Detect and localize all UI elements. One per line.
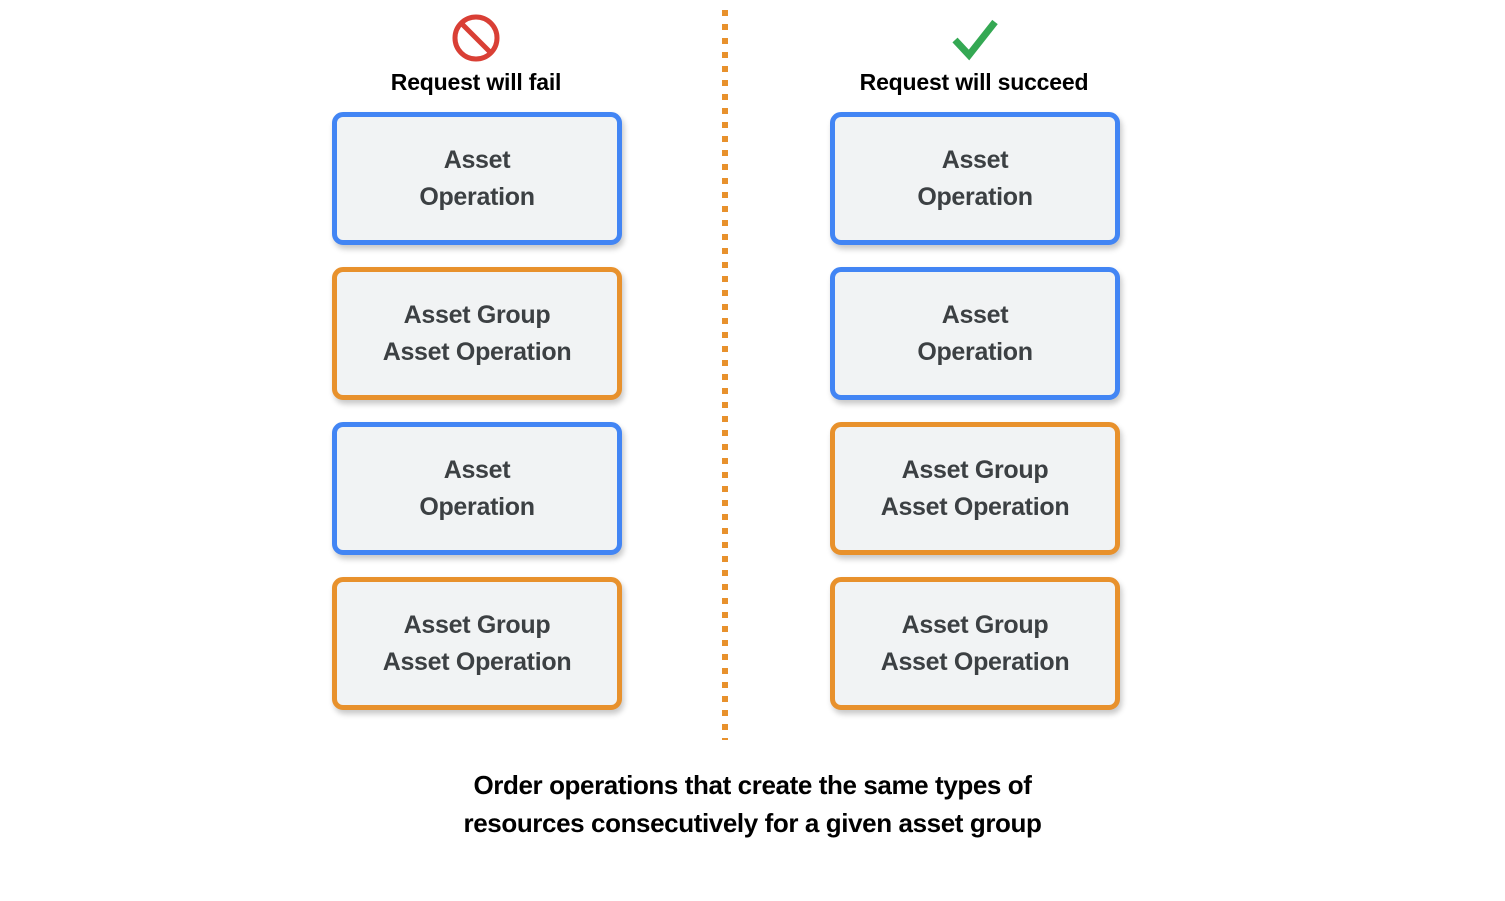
operation-box-succeed-1[interactable]: Asset Operation xyxy=(830,112,1120,245)
box-stack-succeed: Asset Operation Asset Operation Asset Gr… xyxy=(830,112,1120,710)
operation-box-fail-1[interactable]: Asset Operation xyxy=(332,112,622,245)
operation-box-label: Asset Group Asset Operation xyxy=(880,455,1070,521)
column-header-fail: Request will fail xyxy=(296,12,656,96)
operation-box-label: Asset Operation xyxy=(917,300,1033,366)
checkmark-icon xyxy=(952,19,998,61)
box-stack-fail: Asset Operation Asset Group Asset Operat… xyxy=(332,112,622,710)
operation-box-succeed-3[interactable]: Asset Group Asset Operation xyxy=(830,422,1120,555)
operation-box-label: Asset Group Asset Operation xyxy=(382,610,572,676)
operation-box-label: Asset Operation xyxy=(917,145,1033,211)
column-title-fail: Request will fail xyxy=(390,69,562,95)
operation-box-succeed-4[interactable]: Asset Group Asset Operation xyxy=(830,577,1120,710)
column-header-succeed: Request will succeed xyxy=(794,12,1154,96)
operation-box-fail-2[interactable]: Asset Group Asset Operation xyxy=(332,267,622,400)
vertical-dotted-divider xyxy=(722,10,728,740)
operation-box-label: Asset Operation xyxy=(419,145,535,211)
operation-box-label: Asset Group Asset Operation xyxy=(382,300,572,366)
diagram-caption: Order operations that create the same ty… xyxy=(463,770,1042,838)
operation-box-label: Asset Operation xyxy=(419,455,535,521)
column-title-succeed: Request will succeed xyxy=(859,69,1089,95)
operation-box-label: Asset Group Asset Operation xyxy=(880,610,1070,676)
prohibition-icon xyxy=(452,14,500,62)
operation-box-fail-3[interactable]: Asset Operation xyxy=(332,422,622,555)
operation-box-succeed-2[interactable]: Asset Operation xyxy=(830,267,1120,400)
operation-box-fail-4[interactable]: Asset Group Asset Operation xyxy=(332,577,622,710)
